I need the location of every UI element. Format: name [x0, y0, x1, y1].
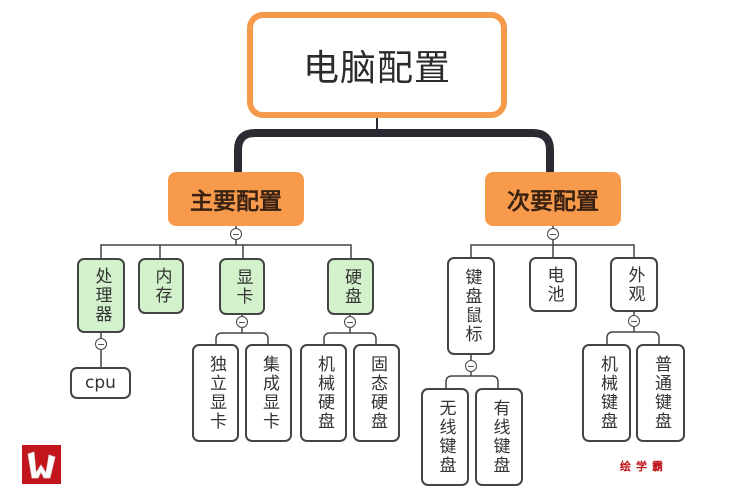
node-label: 机械硬盘 — [314, 355, 334, 431]
node-label: 有线键盘 — [489, 399, 510, 475]
collapse-toggle-gpu[interactable] — [236, 316, 248, 328]
node-label: 显卡 — [232, 267, 253, 306]
primary-node[interactable]: 主要配置 — [168, 172, 304, 226]
node-appearance[interactable]: 外观 — [610, 257, 658, 312]
brand-logo-icon — [22, 445, 61, 484]
node-label: 普通键盘 — [651, 355, 671, 431]
node-battery[interactable]: 电池 — [529, 257, 577, 312]
node-label: 固态硬盘 — [367, 355, 387, 431]
node-label: 键盘鼠标 — [461, 268, 482, 344]
node-label: 集成显卡 — [259, 355, 279, 431]
node-cpu[interactable]: cpu — [70, 367, 131, 399]
node-keyboard-mouse[interactable]: 键盘鼠标 — [447, 257, 495, 355]
primary-label: 主要配置 — [190, 189, 282, 215]
node-label: 独立显卡 — [206, 355, 226, 431]
collapse-toggle-keyboard-mouse[interactable] — [465, 360, 477, 372]
node-label: 硬盘 — [341, 267, 361, 306]
secondary-node[interactable]: 次要配置 — [485, 172, 621, 226]
collapse-toggle-primary[interactable] — [230, 228, 242, 240]
node-label: 处理器 — [91, 267, 112, 324]
collapse-toggle-appearance[interactable] — [628, 315, 640, 327]
node-disk[interactable]: 硬盘 — [327, 258, 374, 315]
node-discrete-gpu[interactable]: 独立显卡 — [192, 344, 239, 442]
node-gpu[interactable]: 显卡 — [219, 258, 265, 315]
collapse-toggle-processor[interactable] — [95, 338, 107, 350]
node-label: 无线键盘 — [435, 399, 456, 475]
node-label: 内存 — [151, 267, 172, 305]
node-wireless-keyboard[interactable]: 无线键盘 — [421, 388, 469, 486]
node-integrated-gpu[interactable]: 集成显卡 — [245, 344, 292, 442]
node-label: 机械键盘 — [597, 355, 617, 431]
root-node[interactable]: 电脑配置 — [247, 12, 507, 118]
node-processor[interactable]: 处理器 — [77, 258, 125, 333]
node-hdd[interactable]: 机械硬盘 — [300, 344, 347, 442]
secondary-label: 次要配置 — [507, 189, 599, 215]
node-label: 电池 — [543, 265, 564, 304]
node-normal-keyboard[interactable]: 普通键盘 — [636, 344, 685, 442]
node-label: cpu — [85, 372, 116, 393]
node-label: 外观 — [624, 265, 645, 304]
collapse-toggle-disk[interactable] — [344, 316, 356, 328]
watermark-text: 绘学霸 — [620, 460, 668, 473]
node-ssd[interactable]: 固态硬盘 — [353, 344, 400, 442]
collapse-toggle-secondary[interactable] — [547, 228, 559, 240]
root-label: 电脑配置 — [302, 48, 451, 89]
node-memory[interactable]: 内存 — [138, 258, 184, 314]
node-mechanical-keyboard[interactable]: 机械键盘 — [582, 344, 631, 442]
node-wired-keyboard[interactable]: 有线键盘 — [475, 388, 523, 486]
